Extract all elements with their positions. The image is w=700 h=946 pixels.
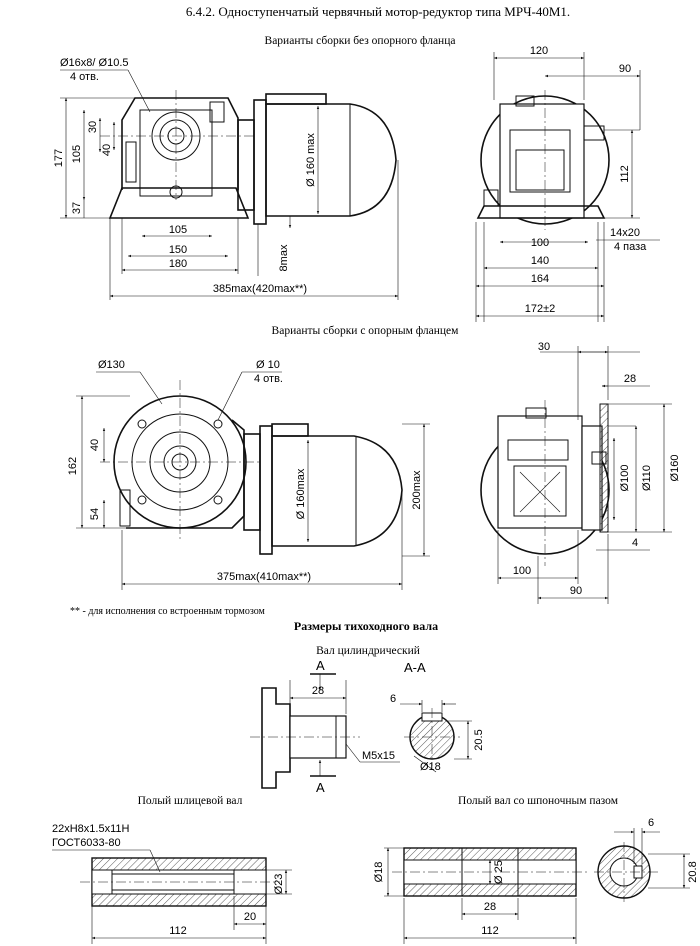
shaft-cyl-section-title: А-А <box>404 660 426 675</box>
s2-side-d160: Ø160 <box>669 455 681 482</box>
shaft-cyl-len28: 28 <box>312 685 324 697</box>
s1-side-w90: 90 <box>619 63 631 75</box>
s1-h8: 8max <box>278 244 290 271</box>
s1-h37: 37 <box>71 202 83 214</box>
shaft-cyl-caption: Вал цилиндрический <box>316 645 420 657</box>
shaft-key-len112: 112 <box>481 925 499 937</box>
shaft-cyl-sect-a-top: А <box>316 658 325 673</box>
shaft-spline-d23: Ø23 <box>273 874 285 895</box>
s1-side-w100: 100 <box>531 237 549 249</box>
shafts-title: Размеры тихоходного вала <box>294 619 438 633</box>
shaft-key-len28: 28 <box>484 901 496 913</box>
s1-side-slot-count: 4 паза <box>614 241 647 253</box>
s2-h200: 200max <box>411 470 423 510</box>
s2-side-w90: 90 <box>570 585 582 597</box>
s2-h54: 54 <box>89 508 101 520</box>
section1-caption: Варианты сборки без опорного фланца <box>265 35 456 47</box>
shaft-spline-spec: 22xH8x1.5x11H <box>52 823 130 835</box>
shaft-key-d18: Ø18 <box>373 862 385 883</box>
s1-w150: 150 <box>169 244 187 256</box>
s1-holes-label: Ø16x8/ Ø10.5 <box>60 57 129 69</box>
s1-h177: 177 <box>53 149 65 167</box>
s1-d160: Ø 160 max <box>305 133 317 187</box>
shaft-cyl-sect-a-bottom: А <box>316 780 325 795</box>
s1-holes-count: 4 отв. <box>70 71 99 83</box>
s2-len: 375max(410max**) <box>217 571 311 583</box>
s2-d160: Ø 160max <box>295 468 307 519</box>
s1-side-h112: 112 <box>619 165 631 183</box>
s1-w105: 105 <box>169 224 187 236</box>
s2-side-w30: 30 <box>538 341 550 353</box>
s2-side-d110: Ø110 <box>641 465 653 491</box>
s2-h40: 40 <box>89 439 101 451</box>
cylindrical-shaft <box>250 673 472 789</box>
s2-side-w4: 4 <box>632 537 638 549</box>
shaft-spline-len20: 20 <box>244 911 256 923</box>
s1-h105: 105 <box>71 145 83 163</box>
s1-w180: 180 <box>169 258 187 270</box>
shaft-spline-len112: 112 <box>169 925 187 937</box>
s1-len: 385max(420max**) <box>213 283 307 295</box>
s1-side-w172: 172±2 <box>525 303 556 315</box>
shaft-key-key6: 6 <box>648 817 654 829</box>
footnote: ** - для исполнения со встроенным тормоз… <box>70 606 266 617</box>
s1-side-w164: 164 <box>531 273 549 285</box>
shaft-key-caption: Полый вал со шпоночным пазом <box>458 795 619 807</box>
s2-side-w100: 100 <box>513 565 531 577</box>
shaft-cyl-h205: 20.5 <box>473 729 485 750</box>
section2-caption: Варианты сборки с опорным фланцем <box>272 325 460 337</box>
s1-side-w120: 120 <box>530 45 548 57</box>
shaft-cyl-thread: M5x15 <box>362 750 395 762</box>
s2-d10: Ø 10 <box>256 359 280 371</box>
s2-h162: 162 <box>67 457 79 475</box>
shaft-key-d25: Ø 25 <box>493 860 505 884</box>
front-view-flange <box>76 371 430 590</box>
keyed-hollow-shaft <box>384 828 690 944</box>
s2-d130: Ø130 <box>98 359 125 371</box>
spline-hollow-shaft <box>52 849 292 944</box>
s1-h30: 30 <box>87 121 99 133</box>
shaft-spline-caption: Полый шлицевой вал <box>138 795 243 807</box>
side-view-flange <box>480 346 672 604</box>
s1-side-w140: 140 <box>531 255 549 267</box>
s1-h40: 40 <box>101 144 113 156</box>
s2-side-w28: 28 <box>624 373 636 385</box>
s1-side-slot: 14x20 <box>610 227 640 239</box>
front-view-no-flange <box>60 69 399 300</box>
page-title: 6.4.2. Одноступенчатый червячный мотор-р… <box>186 4 570 19</box>
shaft-cyl-key6: 6 <box>390 693 396 705</box>
s2-side-d100: Ø100 <box>619 465 631 492</box>
side-view-no-flange <box>475 52 660 322</box>
shaft-key-h208: 20.8 <box>687 861 699 882</box>
shaft-spline-std: ГОСТ6033-80 <box>52 837 121 849</box>
shaft-cyl-d18: Ø18 <box>420 761 441 773</box>
s2-holes-count: 4 отв. <box>254 373 283 385</box>
